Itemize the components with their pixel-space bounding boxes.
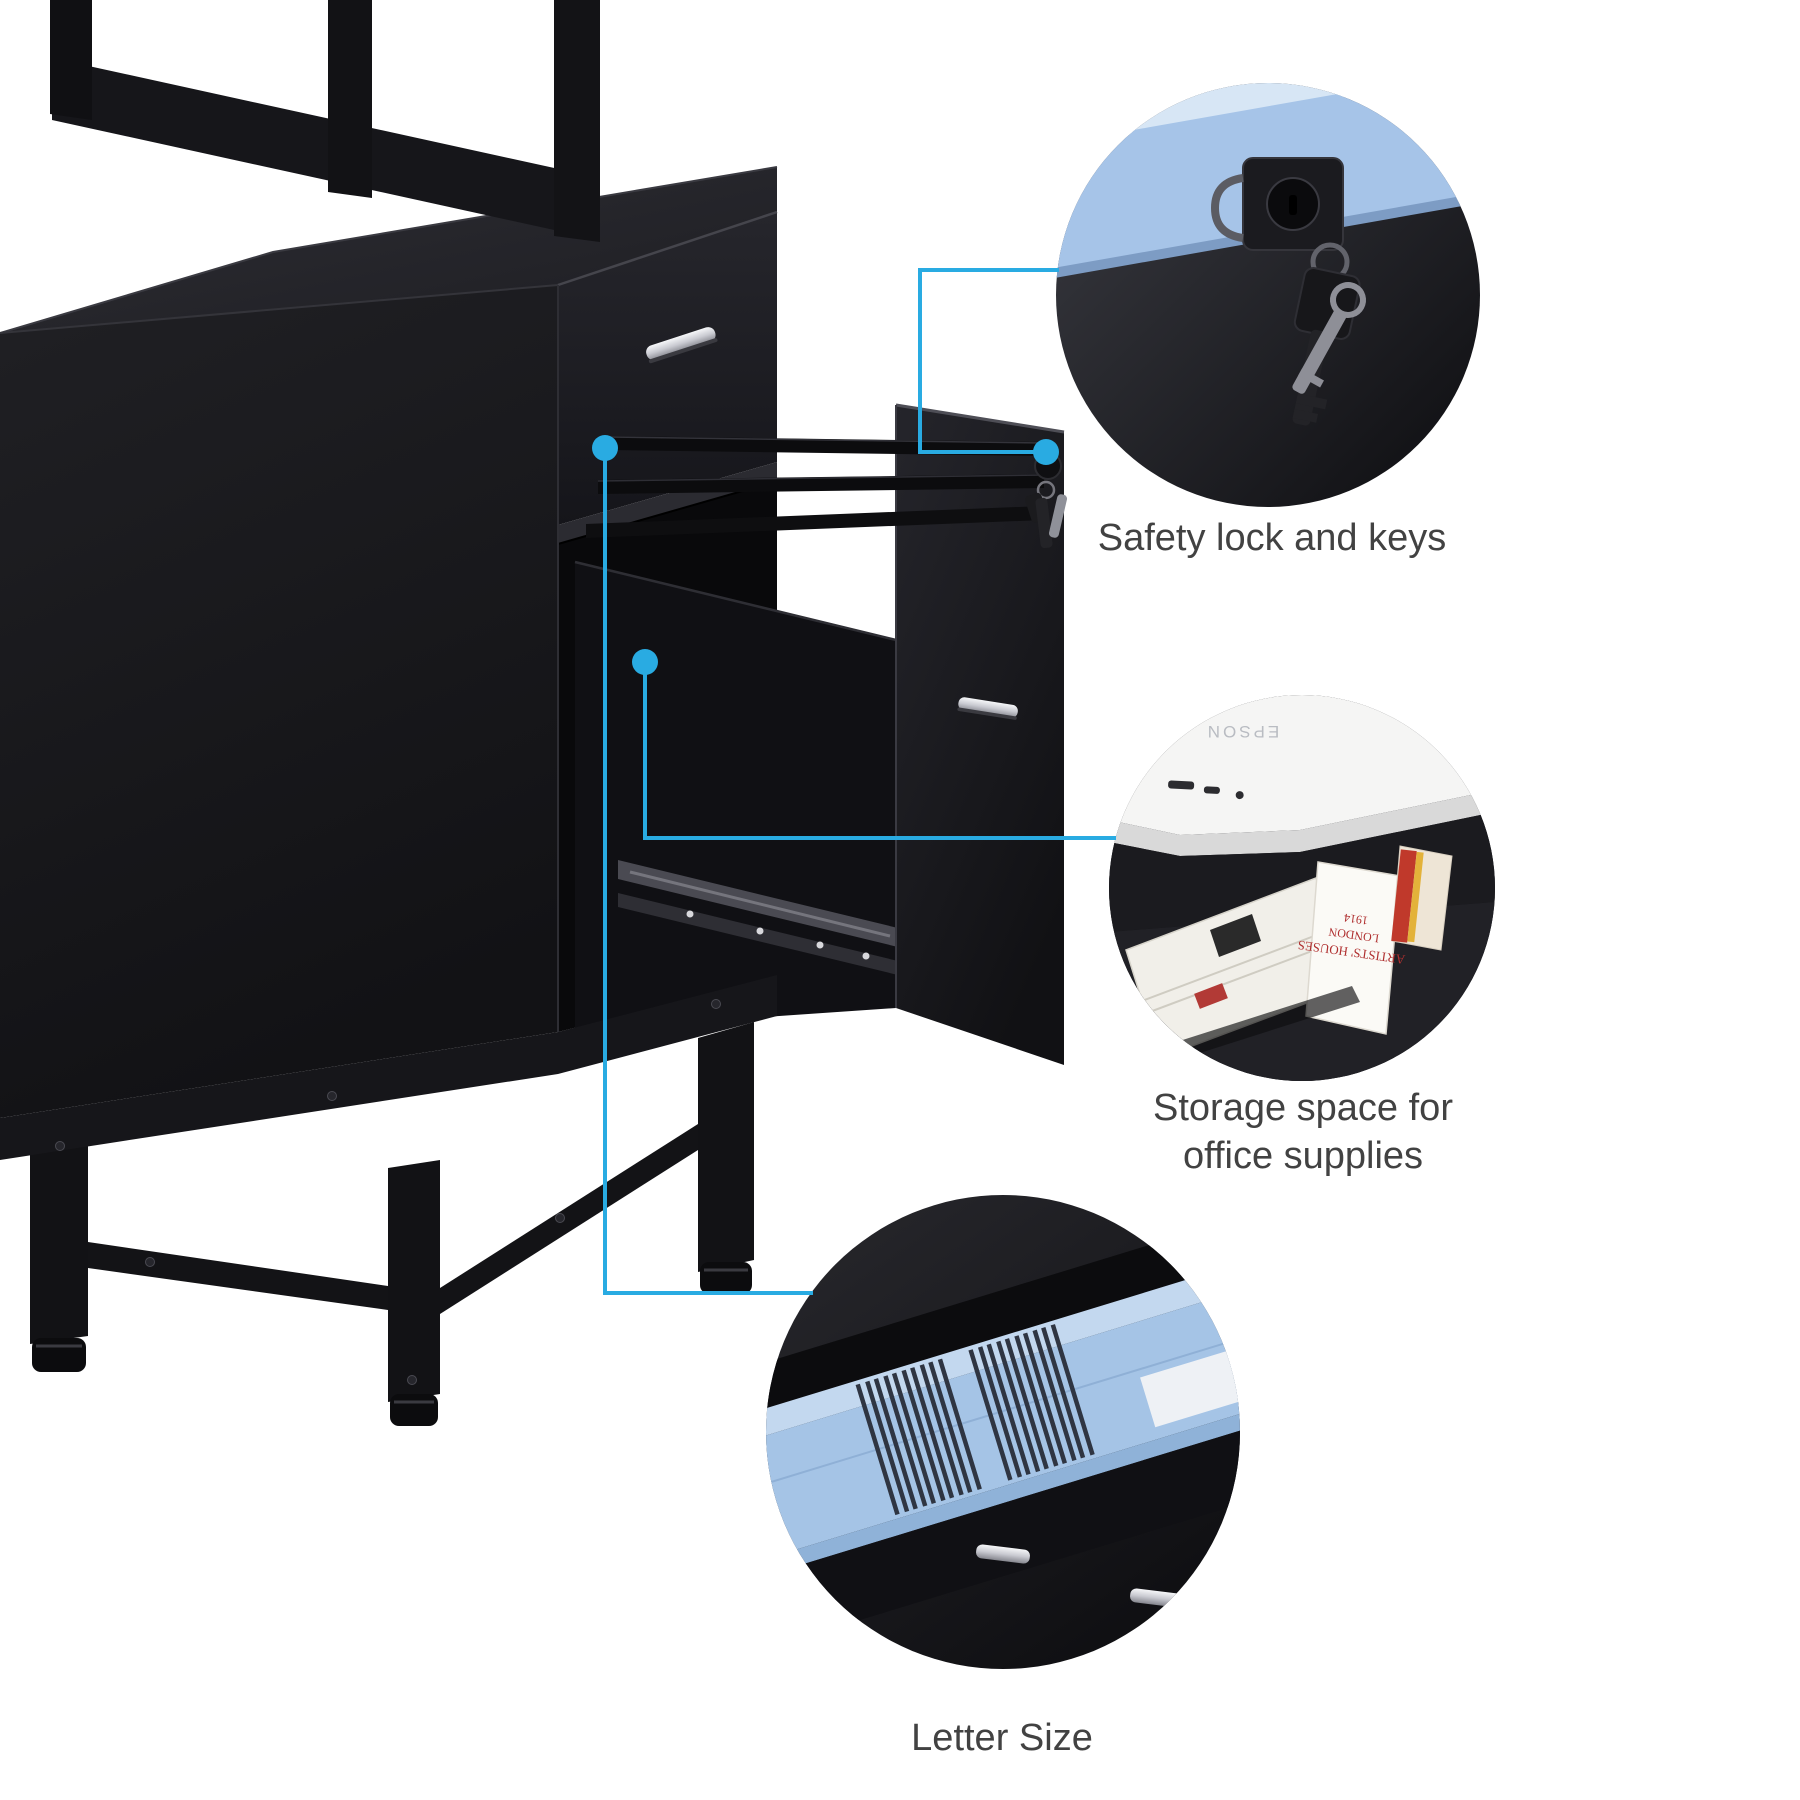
callout-dot-storage xyxy=(632,649,658,675)
callout-connector-letter-size xyxy=(603,448,813,1295)
callout-dot-safety-lock xyxy=(1033,439,1059,465)
book xyxy=(1305,861,1401,1035)
printer-image: EPSON xyxy=(1109,695,1495,856)
fold-line xyxy=(766,1319,1240,1503)
cabinet-leg xyxy=(388,1160,440,1402)
top-front-edge xyxy=(0,284,559,334)
drawer-side-top-edge xyxy=(574,560,897,642)
cabinet-leg xyxy=(30,1130,88,1344)
cross-brace xyxy=(440,1124,698,1314)
top-back-edge xyxy=(0,166,778,334)
book-spine xyxy=(1407,851,1424,943)
paper-sheet xyxy=(1140,1347,1240,1428)
screw-icons xyxy=(55,999,721,1385)
hutch-post xyxy=(50,0,92,120)
hutch-post xyxy=(328,0,372,198)
keyhole-icon xyxy=(1289,195,1297,215)
folder-bottom-edge xyxy=(766,1389,1240,1586)
file-folders-image xyxy=(766,1209,1240,1653)
book-cover-art xyxy=(1194,983,1228,1009)
cabinet-base-frame xyxy=(0,975,777,1160)
hutch-shelf xyxy=(52,58,600,240)
cabinet-side-panel xyxy=(0,285,558,1118)
callout-connector-safety-lock xyxy=(918,268,1059,454)
keys-icon xyxy=(1292,242,1366,426)
hutch-frame xyxy=(50,0,600,242)
cross-brace xyxy=(88,1242,388,1310)
drawer-slide-rail xyxy=(618,860,898,975)
lock-d-ring-icon xyxy=(1210,174,1244,242)
callout-photo-storage: EPSON ARTISTS' HOUSES LONDON 1914 xyxy=(1109,695,1495,1081)
folder-body xyxy=(766,1276,1240,1571)
page-edges xyxy=(1133,929,1337,1017)
lock-icon xyxy=(1210,157,1344,251)
key-ring-icon xyxy=(1036,480,1056,500)
hanging-file-rail xyxy=(586,506,1044,538)
drawer-gap xyxy=(766,1209,1240,1433)
cabinet-leg xyxy=(698,1022,754,1272)
callout-connector-storage xyxy=(643,662,1116,840)
open-drawer-front xyxy=(896,405,1064,1065)
callout-dot-letter-size xyxy=(592,435,618,461)
hanging-file-rails xyxy=(586,436,1045,538)
callout-label-storage-line2: office supplies xyxy=(1182,1135,1424,1177)
folder-tab-handle xyxy=(856,1195,910,1203)
hutch-post xyxy=(554,0,600,242)
open-drawer-handle xyxy=(957,697,1018,720)
callout-photo-letter-size xyxy=(766,1195,1240,1669)
book-spine xyxy=(1391,849,1417,943)
open-drawer-top-edge xyxy=(895,403,1065,434)
top-drawer-top-edge xyxy=(557,210,778,287)
open-file-drawer xyxy=(574,403,1068,1065)
cabinet-base xyxy=(0,975,777,1426)
folder-tab-handle xyxy=(976,1544,1030,1564)
printer-brand-text: EPSON xyxy=(1205,722,1280,741)
drawer-front-inner xyxy=(766,1404,1240,1653)
callout-label-storage: Storage space for office supplies xyxy=(1153,1084,1453,1180)
printer-buttons xyxy=(1168,780,1244,800)
book-cover-art xyxy=(1210,914,1261,957)
leveling-foot xyxy=(32,1338,86,1372)
file-cabinet xyxy=(0,0,1068,1426)
book-title-line3: 1914 xyxy=(1343,911,1369,928)
callout-label-storage-line1: Storage space for xyxy=(1153,1087,1453,1129)
folder-top-edge xyxy=(766,1251,1240,1458)
leveling-foot xyxy=(390,1394,438,1426)
key-icon xyxy=(1292,282,1366,394)
drawer-keys-icon xyxy=(1025,492,1068,549)
folder-pleats xyxy=(855,1324,1095,1516)
callout-label-letter-size: Letter Size xyxy=(911,1717,1093,1759)
callout-label-safety-lock: Safety lock and keys xyxy=(1097,517,1447,559)
top-drawer-handle xyxy=(646,327,718,364)
books-stack: ARTISTS' HOUSES LONDON 1914 xyxy=(1109,845,1495,1081)
leveling-foot xyxy=(700,1262,752,1294)
